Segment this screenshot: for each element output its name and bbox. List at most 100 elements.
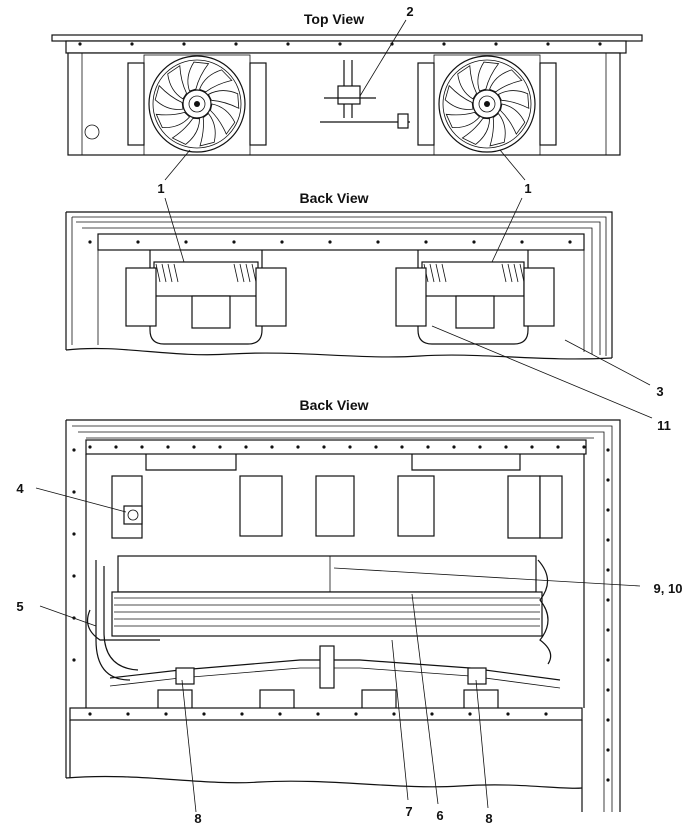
rivet xyxy=(598,42,602,46)
rivet xyxy=(390,42,394,46)
rivet xyxy=(270,445,274,449)
shroud-fin xyxy=(239,263,245,283)
fan-blade xyxy=(171,117,201,145)
rivet xyxy=(606,658,610,662)
coil-lower xyxy=(111,591,543,637)
rivet xyxy=(164,712,168,716)
rivet xyxy=(316,712,320,716)
callout-4: 4 xyxy=(16,481,24,496)
rivets xyxy=(72,42,610,782)
rivet xyxy=(72,490,76,494)
shroud-fin xyxy=(429,263,435,283)
callout-9-10: 9, 10 xyxy=(654,581,683,596)
fan-blade xyxy=(207,90,240,109)
rivet xyxy=(232,240,236,244)
rivet xyxy=(544,712,548,716)
rivet xyxy=(376,240,380,244)
rivet xyxy=(166,445,170,449)
shroud-fin xyxy=(441,263,447,283)
rivet xyxy=(606,748,610,752)
rivet xyxy=(218,445,222,449)
rivet xyxy=(442,42,446,46)
rivet xyxy=(400,445,404,449)
rivet xyxy=(280,240,284,244)
rivet xyxy=(606,718,610,722)
fan-blade xyxy=(500,103,526,135)
rivet xyxy=(606,778,610,782)
rivet xyxy=(504,445,508,449)
rivet xyxy=(140,445,144,449)
shroud-fin xyxy=(519,263,525,283)
callout-7: 7 xyxy=(405,804,412,819)
rivet xyxy=(78,42,82,46)
fan-blade xyxy=(187,61,210,92)
rivet xyxy=(606,598,610,602)
rivet xyxy=(72,532,76,536)
rivet xyxy=(296,445,300,449)
rivet xyxy=(520,240,524,244)
callout-11: 11 xyxy=(657,418,671,433)
shroud-fin xyxy=(501,263,507,283)
rivet xyxy=(606,568,610,572)
coil-upper xyxy=(117,555,537,593)
rivet xyxy=(72,616,76,620)
rivet xyxy=(192,445,196,449)
rivet xyxy=(88,712,92,716)
rivet xyxy=(72,448,76,452)
callout-2: 2 xyxy=(406,4,413,19)
rivet xyxy=(452,445,456,449)
rivet xyxy=(88,445,92,449)
valve-assembly xyxy=(123,505,143,525)
shroud-fin xyxy=(435,263,441,283)
drain-port xyxy=(84,124,100,140)
rivet xyxy=(582,445,586,449)
top-view-title: Top View xyxy=(304,11,364,27)
rivet xyxy=(136,240,140,244)
top-rail xyxy=(65,40,627,54)
fan-blade xyxy=(199,113,216,147)
rivet xyxy=(328,240,332,244)
rivet xyxy=(114,445,118,449)
callout-6: 6 xyxy=(436,808,443,823)
rivet xyxy=(240,712,244,716)
shroud-fin xyxy=(513,263,519,283)
back-view-upper: Back View xyxy=(65,190,671,433)
rivet xyxy=(348,445,352,449)
fan-blade xyxy=(167,64,187,100)
rivet xyxy=(184,240,188,244)
fan-left xyxy=(127,54,267,156)
rivet xyxy=(606,688,610,692)
back-view-lower-title: Back View xyxy=(299,397,368,413)
shroud-left xyxy=(125,250,287,345)
callout-5: 5 xyxy=(16,599,23,614)
shroud-fin xyxy=(155,263,161,283)
shroud-fin xyxy=(507,263,513,283)
shroud-right xyxy=(395,250,555,345)
rivet xyxy=(506,712,510,716)
rivet xyxy=(606,628,610,632)
back-view-lower: Back View xyxy=(16,397,682,826)
rivet xyxy=(202,712,206,716)
fan-blade xyxy=(155,111,191,129)
rivet xyxy=(286,42,290,46)
callout-8-right: 8 xyxy=(485,811,492,826)
rivet xyxy=(244,445,248,449)
shroud-fin xyxy=(167,263,173,283)
rivet xyxy=(338,42,342,46)
sensor-bracket xyxy=(320,60,410,129)
fan-blade xyxy=(489,113,506,147)
callout-8-left: 8 xyxy=(194,811,201,826)
fan-blade xyxy=(445,111,481,129)
shroud-fin xyxy=(245,263,251,283)
fan-blade xyxy=(444,84,474,110)
shroud-fin xyxy=(251,263,257,283)
top-flange xyxy=(51,34,643,42)
fan-blade xyxy=(154,84,184,110)
rivet xyxy=(72,574,76,578)
rivet xyxy=(430,712,434,716)
rivet xyxy=(374,445,378,449)
fan-blade xyxy=(477,61,500,92)
rivet xyxy=(568,240,572,244)
shroud-fin xyxy=(161,263,167,283)
